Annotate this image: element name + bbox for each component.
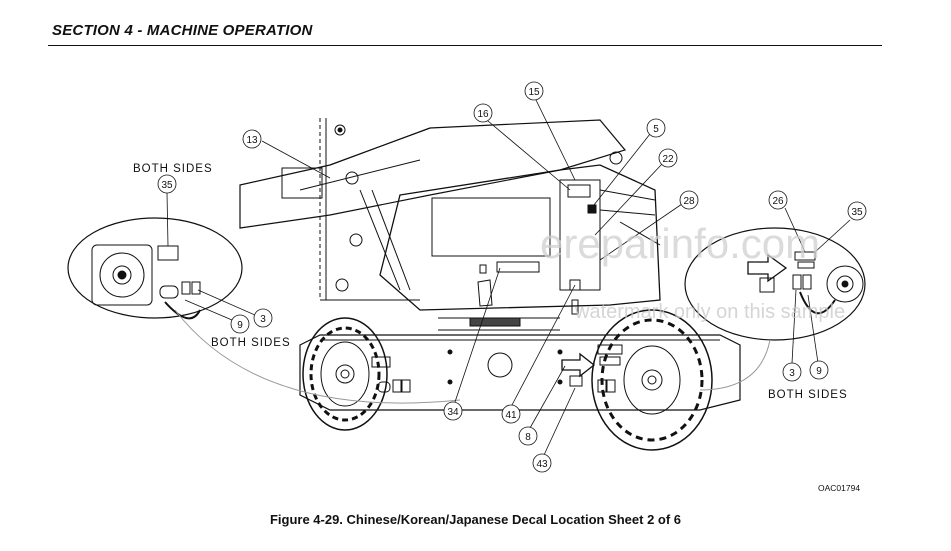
callout-number: 26 (772, 196, 784, 207)
callout-number: 15 (528, 87, 540, 98)
callout-number: 3 (260, 314, 266, 325)
machine-drawing (239, 118, 741, 411)
callout-number: 9 (816, 366, 822, 377)
callouts (157, 81, 867, 473)
decal-location-figure: 13 35 3 9 16 15 5 22 28 26 35 3 9 34 41 … (67, 81, 867, 493)
both-sides-label: BOTH SIDES (211, 337, 291, 349)
callout-number: 34 (447, 407, 459, 418)
callout-number: 22 (662, 154, 674, 165)
detail-inset-right (684, 227, 866, 391)
callout-number: 28 (683, 196, 695, 207)
both-sides-label: BOTH SIDES (133, 163, 213, 175)
callout-number: 8 (525, 432, 531, 443)
watermark-site: ereparinfo.com (540, 220, 820, 267)
wheel-right (591, 309, 713, 451)
callout-number: 16 (477, 109, 489, 120)
figure-code: OAC01794 (818, 483, 860, 493)
wheel-left (302, 317, 388, 431)
header-divider (48, 45, 882, 46)
callout-number: 5 (653, 124, 659, 135)
callout-number: 13 (246, 135, 258, 146)
callout-number: 35 (851, 207, 863, 218)
both-sides-label: BOTH SIDES (768, 389, 848, 401)
callout-number: 9 (237, 320, 243, 331)
watermark-note: watermark only on this sample (574, 301, 845, 323)
callout-number: 35 (161, 180, 173, 191)
figure-caption: Figure 4-29. Chinese/Korean/Japanese Dec… (269, 512, 682, 527)
detail-inset-left (67, 217, 461, 404)
callout-number: 3 (789, 368, 795, 379)
section-title: SECTION 4 - MACHINE OPERATION (52, 22, 313, 39)
callout-number: 43 (536, 459, 548, 470)
callout-number: 41 (505, 410, 517, 421)
